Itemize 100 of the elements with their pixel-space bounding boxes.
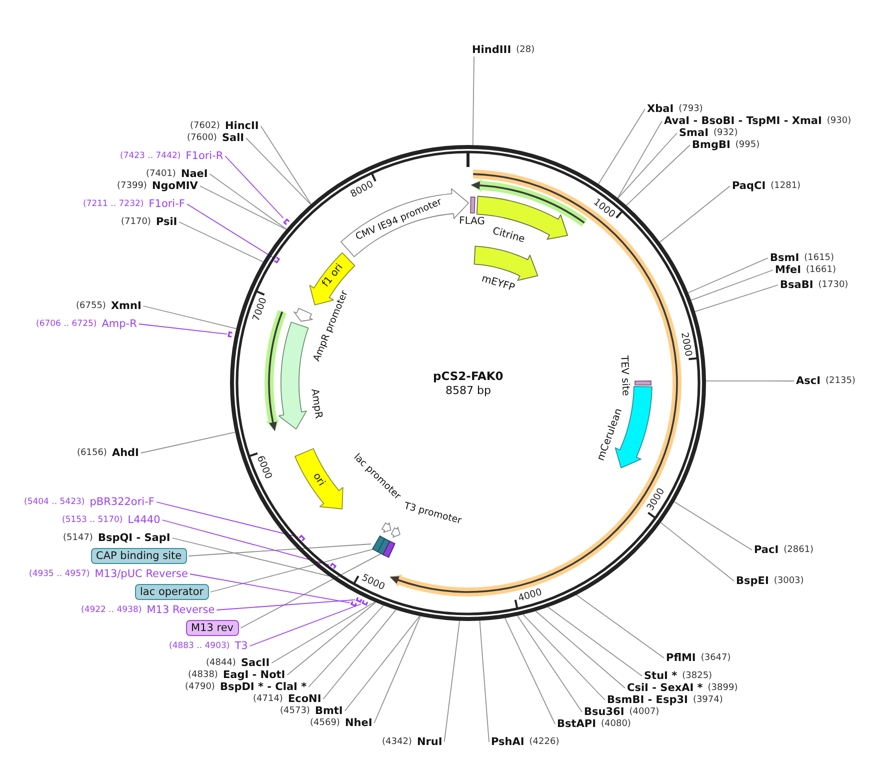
leader-line [674,501,752,550]
feature-label: FLAG [459,216,486,228]
feature-tag: M13 rev [186,620,239,636]
leader-line [246,138,312,205]
cut-position: (6755) [76,300,106,312]
leader-line [344,616,420,712]
cut-position: (995) [735,140,760,150]
leader-line [444,620,460,742]
leader-line [138,324,228,335]
cut-position: (3825) [682,670,712,682]
cut-position: (7600) [187,132,217,144]
enzyme-name: BspEI [736,576,769,586]
cut-position: (4790) [185,682,215,692]
primer-name: Amp-R [102,318,137,330]
enzyme-name: AscI [796,376,821,386]
enzyme-name: NheI [344,718,372,728]
cut-position: (932) [714,128,738,138]
leader-line [617,120,662,198]
leader-line [576,594,664,658]
scale-number: 6000 [254,454,274,481]
enzyme-name: AvaI - BsoBI - TspMI - XmaI [664,116,822,126]
leader-line [172,538,330,577]
cut-position: (1730) [818,280,848,290]
enzyme-name: BmtI [314,706,343,716]
enzyme-name: PaqCI [732,180,766,192]
leader-line [479,620,490,742]
enzyme-name: PshAI [491,736,524,748]
leader-line [186,204,274,258]
leader-line [178,222,264,262]
leader-line [249,604,362,646]
primer-range: (5404 .. 5423) [24,496,85,508]
feature-tag: CAP binding site [91,548,187,564]
leader-line [142,306,237,330]
cut-position: (7170) [121,216,151,228]
leader-line [189,574,350,604]
enzyme-name: NruI [416,736,442,748]
leader-line [659,186,730,243]
leader-line [322,609,396,700]
leader-line [286,602,376,676]
enzyme-name: BsmBI - Esp3I [607,694,688,706]
scale-number: 7000 [250,296,269,323]
leader-line [706,380,794,382]
leader-line [472,56,474,146]
scale-number: 8000 [348,178,376,200]
cut-position: (4226) [529,736,560,748]
primer-range: (6706 .. 6725) [36,318,97,330]
cut-position: (1661) [806,264,836,276]
leader-line [374,616,421,724]
enzyme-name: EcoNI [288,694,322,704]
cut-position: (3647) [700,652,731,664]
primer-name: F1ori-R [186,150,224,162]
cut-position: (4844) [206,658,236,668]
enzyme-name: Bsu36I [584,706,624,718]
cut-position: (1281) [770,180,801,192]
leader-line [162,520,330,566]
cut-position: (3899) [708,682,738,694]
feature-label: Citrine [491,225,526,246]
cut-position: (4080) [601,718,631,730]
enzyme-name: EagI - NotI [222,670,286,680]
cut-position: (4569) [310,718,340,728]
cut-position: (6156) [77,448,107,458]
enzyme-name: BsmI [770,252,800,264]
enzyme-name: HindIII [472,44,512,56]
cut-position: (3003) [774,576,804,586]
leader-line [308,605,384,688]
feature-label: mEYFP [480,272,516,294]
enzyme-name: NgoMIV [152,180,198,192]
enzyme-name: PacI [754,544,779,556]
primer-name: F1ori-F [148,198,185,210]
leader-line [140,432,236,454]
leader-line [694,284,778,312]
cut-position: (4342) [382,736,412,748]
leader-line [690,270,774,301]
enzyme-name: BmgBI [692,140,730,150]
primer-name: L4440 [128,514,160,526]
leader-line [504,618,556,724]
enzyme-name: NaeI [180,168,208,180]
cut-position: (1615) [804,252,834,264]
enzyme-name: AhdI [112,448,139,458]
primer-name: T3 [234,640,248,652]
primer-range: (7211 .. 7232) [83,198,144,210]
leader-line [660,522,734,582]
cut-position: (28) [516,44,535,56]
leader-line [522,614,606,700]
leader-line [517,615,582,712]
plasmid-size: 8587 bp [446,384,491,397]
enzyme-name: XbaI [647,104,674,114]
leader-line [224,156,284,218]
cut-position: (4573) [280,706,310,716]
leader-line [626,144,690,206]
leader-line [618,132,678,199]
primer-range: (4883 .. 4903) [169,640,230,652]
feature-label: f1 ori [320,262,346,290]
cut-position: (930) [826,116,852,126]
feature-label: AmpR [308,388,324,420]
primer-name: M13 Reverse [146,604,215,616]
primer-range: (4935 .. 4957) [29,568,90,580]
enzyme-name: BsaBI [780,280,814,290]
cut-position: (5147) [63,532,93,544]
leader-line [598,108,646,184]
